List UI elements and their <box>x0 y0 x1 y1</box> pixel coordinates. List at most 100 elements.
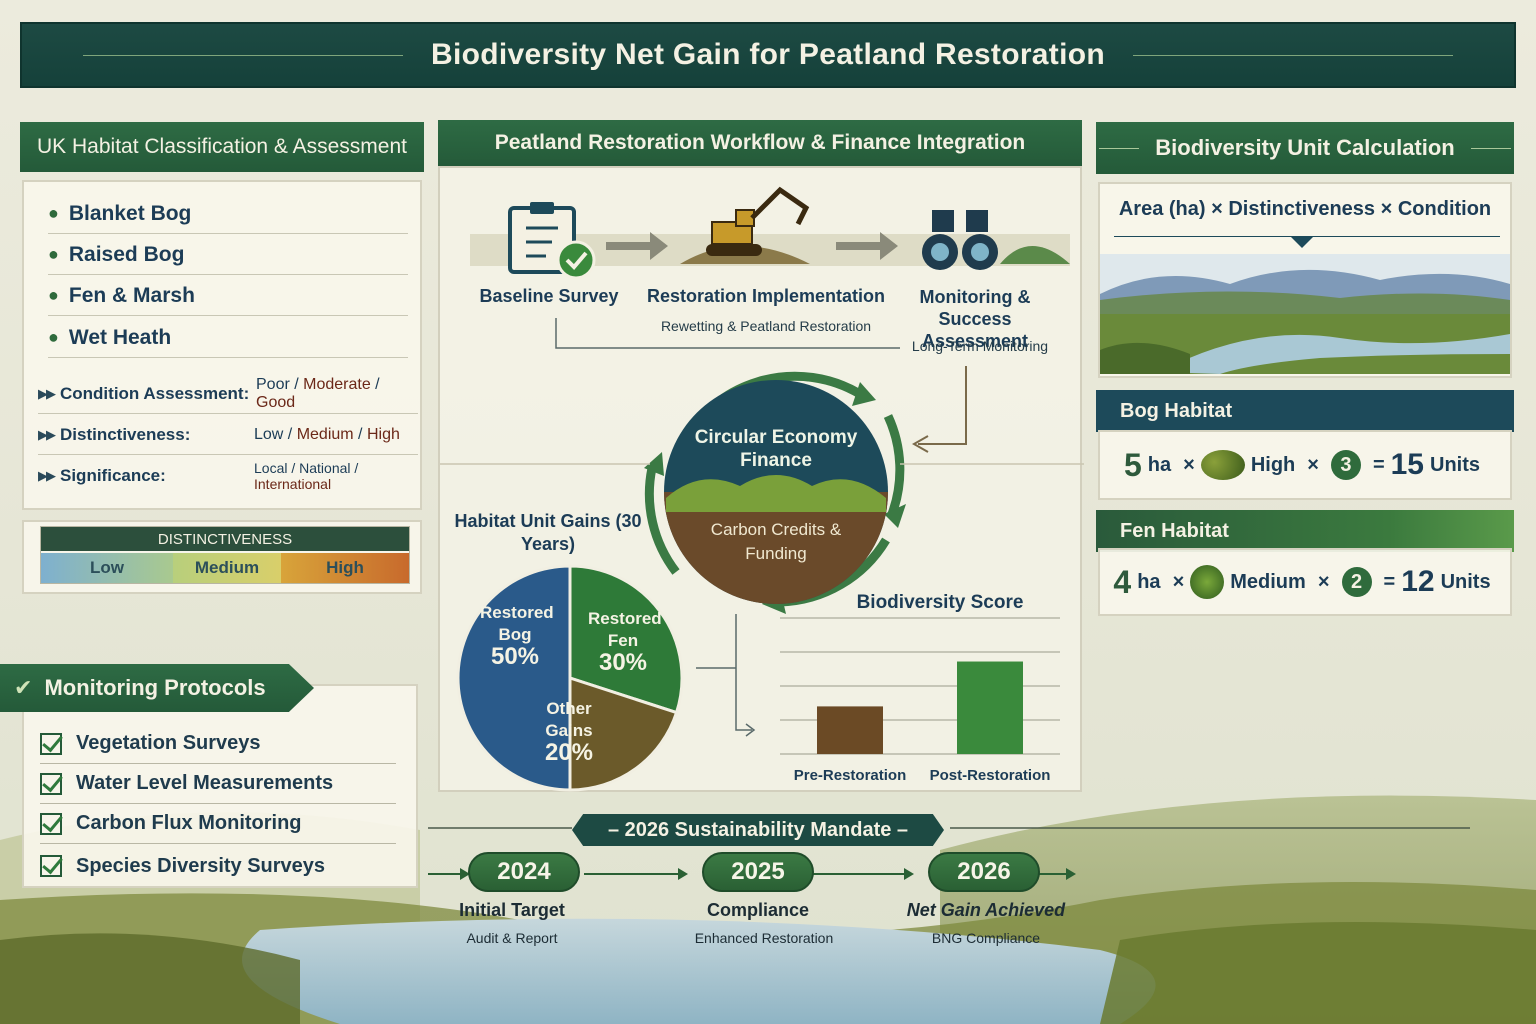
habitat-item: ● Fen & Marsh <box>48 276 408 316</box>
excavator-icon <box>680 186 810 264</box>
habitat-panel: ●Blanket Bog ●Raised Bog ●Fen & Marsh ●W… <box>22 180 422 510</box>
step-baseline-survey: Baseline Survey <box>479 286 619 306</box>
circular-economy-sub: Carbon Credits & Funding <box>710 520 842 563</box>
bog-calculation: 5 ha × High × 3 = 15 Units <box>1098 430 1512 500</box>
monitoring-item-label: Species Diversity Surveys <box>76 854 326 877</box>
value-local: Local <box>254 460 288 476</box>
double-arrow-icon: ▶▶ <box>38 468 56 483</box>
monitoring-item: Water Level Measurements <box>40 764 396 804</box>
times-sign: × <box>1183 453 1195 476</box>
equals-sign: = <box>1383 570 1396 593</box>
separator: / <box>289 375 304 393</box>
workflow-panel: Baseline Survey Restoration Implementati… <box>438 166 1084 792</box>
equals-sign: = <box>1372 453 1385 476</box>
value-low: Low <box>254 425 284 443</box>
clipboard-check-icon <box>508 202 596 280</box>
reed-icon <box>1190 565 1225 599</box>
pie-slice <box>568 564 684 715</box>
pie-slice-value: 30% <box>598 649 648 676</box>
double-arrow-icon: ▶▶ <box>38 385 56 401</box>
checkbox-checked-icon <box>40 772 62 795</box>
value-international: International <box>254 476 332 492</box>
page-title: Biodiversity Net Gain for Peatland Resto… <box>431 38 1105 71</box>
pie-slice-label: Restored Bog <box>480 603 554 644</box>
monitoring-item: Vegetation Surveys <box>40 724 396 764</box>
bar-pre-restoration <box>817 706 883 754</box>
assessment-label: Significance: <box>60 466 166 485</box>
pie-slice <box>568 675 679 792</box>
bullet-icon: ● <box>48 244 59 264</box>
bog-result: 15 <box>1390 448 1424 481</box>
fen-calc-row: 4 ha × Medium × 2 = 12 Units <box>1100 550 1510 614</box>
distinctiveness-legend: DISTINCTIVENESS Low Medium High <box>22 520 422 594</box>
workflow-heading: Peatland Restoration Workflow & Finance … <box>438 120 1082 166</box>
step-monitoring-sub: Long-Term Monitoring <box>911 338 1049 354</box>
value-national: National <box>299 460 351 476</box>
units-formula: Area (ha) × Distinctiveness × Condition <box>1118 198 1492 220</box>
pie-slice-value: 20% <box>544 739 594 766</box>
bog-result-unit: Units <box>1430 453 1480 476</box>
assessment-values: Local / National / International <box>254 460 418 492</box>
timeline-lines <box>428 827 1470 880</box>
binoculars-icon <box>922 210 1070 270</box>
fen-area-unit: ha <box>1137 570 1161 593</box>
times-sign: × <box>1172 570 1185 593</box>
title-rule-left <box>83 54 404 56</box>
bar-post-restoration <box>957 661 1023 754</box>
milestone-sub: Enhanced Restoration <box>694 930 834 946</box>
milestone-sub: BNG Compliance <box>931 930 1041 946</box>
pie-slice-label: Other Gains <box>545 699 593 740</box>
habitat-panel-heading: UK Habitat Classification & Assessment <box>20 122 424 172</box>
bog-area-unit: ha <box>1147 453 1172 476</box>
fen-area: 4 <box>1113 563 1132 600</box>
assessment-label: Condition Assessment: <box>60 383 250 403</box>
habitat-name: Blanket Bog <box>68 201 192 225</box>
milestone-sub: Audit & Report <box>466 930 558 946</box>
distinctiveness-title: DISTINCTIVENESS <box>41 527 409 551</box>
habitat-name: Wet Heath <box>68 325 172 349</box>
separator: / <box>283 425 297 443</box>
value-moderate: Moderate <box>303 375 371 393</box>
pie-chart <box>456 564 684 792</box>
distinctiveness-bar: DISTINCTIVENESS Low Medium High <box>40 526 410 584</box>
title-rule-right <box>1132 54 1453 56</box>
heading-rule <box>1099 147 1140 149</box>
formula-pointer-icon <box>1290 236 1314 248</box>
monitoring-item-label: Vegetation Surveys <box>76 732 261 754</box>
assessment-row-condition: ▶▶ Condition Assessment: Poor / Moderate… <box>38 374 418 414</box>
value-poor: Poor <box>256 375 290 393</box>
milestone-2026: 2026 <box>928 852 1040 892</box>
pie-slice-label: Restored Fen <box>588 609 662 650</box>
fen-calculation: 4 ha × Medium × 2 = 12 Units <box>1098 548 1512 616</box>
separator: / <box>370 375 380 393</box>
moss-icon <box>1200 450 1245 480</box>
milestone-label: Initial Target <box>459 900 565 920</box>
pie-slice <box>456 564 572 792</box>
pie-title: Habitat Unit Gains (30 Years) <box>454 511 642 554</box>
bullet-icon: ● <box>48 285 59 305</box>
bog-calc-row: 5 ha × High × 3 = 15 Units <box>1100 432 1510 498</box>
checkbox-checked-icon <box>40 855 62 877</box>
milestone-label: Net Gain Achieved <box>906 900 1066 920</box>
workflow-graphics <box>440 186 1084 737</box>
habitat-name: Fen & Marsh <box>68 283 195 307</box>
checkbox-checked-icon <box>40 812 62 835</box>
flow-arrow-1 <box>606 232 668 260</box>
monitoring-panel: Vegetation Surveys Water Level Measureme… <box>22 684 418 888</box>
bog-habitat-heading: Bog Habitat <box>1096 390 1514 432</box>
monitoring-heading: ✔ Monitoring Protocols <box>0 664 314 712</box>
milestone-label: Compliance <box>706 900 810 920</box>
bullet-icon: ● <box>48 203 59 223</box>
distinctiveness-medium: Medium <box>173 553 281 583</box>
fen-result: 12 <box>1401 565 1435 598</box>
assessment-values: Poor / Moderate / Good <box>256 376 418 412</box>
bog-area: 5 <box>1123 446 1142 483</box>
checkbox-checked-icon <box>40 732 62 755</box>
value-high: High <box>366 425 400 443</box>
units-formula-card: Area (ha) × Distinctiveness × Condition <box>1098 182 1512 378</box>
heading-rule <box>1470 147 1511 149</box>
